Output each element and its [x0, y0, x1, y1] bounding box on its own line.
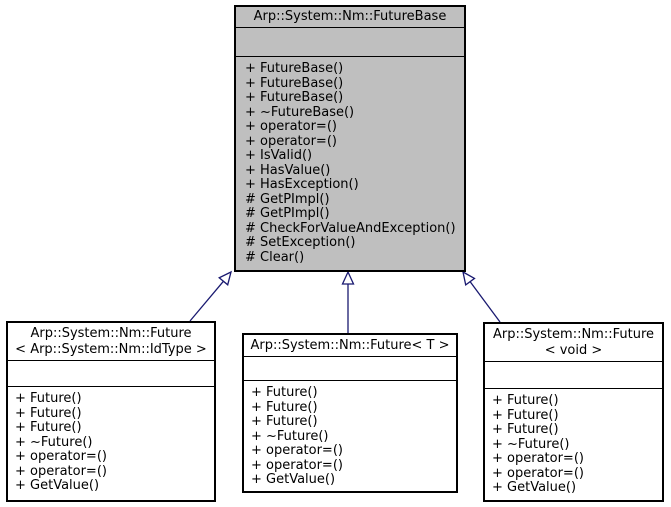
method-item: + Future() — [492, 407, 559, 423]
class-node-future-void[interactable]: Arp::System::Nm::Future< void > + Future… — [483, 322, 664, 502]
methods-compartment: + FutureBase()+ FutureBase()+ FutureBase… — [236, 57, 464, 270]
method-item: + FutureBase() — [245, 90, 344, 105]
method-item: + Future() — [15, 405, 82, 421]
method-item: # GetPImpl() — [245, 191, 330, 207]
method-item: + Future() — [15, 391, 82, 406]
method-item: + FutureBase() — [245, 75, 344, 91]
attributes-compartment — [236, 28, 464, 57]
method-item: + operator=() — [245, 133, 337, 149]
method-item: + Future() — [15, 420, 82, 435]
class-title-line: < Arp::System::Nm::IdType > — [15, 341, 207, 357]
method-item: + operator=() — [251, 443, 343, 458]
class-title-line: < void > — [544, 342, 603, 358]
attributes-compartment — [244, 357, 456, 381]
method-item: + operator=() — [492, 451, 584, 466]
method-item: + operator=() — [492, 465, 584, 481]
method-item: # GetPImpl() — [245, 206, 330, 221]
method-item: + operator=() — [245, 119, 337, 134]
methods-compartment: + Future()+ Future()+ Future()+ ~Future(… — [8, 387, 214, 500]
class-title: Arp::System::Nm::Future< Arp::System::Nm… — [8, 323, 214, 361]
method-item: + Future() — [251, 399, 318, 415]
method-item: + IsValid() — [245, 148, 313, 163]
method-item: + HasValue() — [245, 162, 331, 178]
class-title-line: Arp::System::Nm::Future — [492, 326, 655, 342]
class-title: Arp::System::Nm::Future< T > — [244, 335, 456, 357]
method-item: + Future() — [251, 385, 318, 400]
class-title: Arp::System::Nm::FutureBase — [236, 7, 464, 28]
method-item: + ~FutureBase() — [245, 104, 355, 120]
class-title-line: Arp::System::Nm::Future< T > — [250, 337, 450, 353]
method-item: + GetValue() — [251, 472, 336, 487]
method-item: + ~Future() — [251, 428, 329, 444]
method-item: + Future() — [251, 414, 318, 429]
class-node-future-idtype[interactable]: Arp::System::Nm::Future< Arp::System::Nm… — [6, 321, 216, 502]
method-item: + Future() — [492, 422, 559, 437]
inheritance-arrow-void — [462, 270, 501, 323]
method-item: # CheckForValueAndException() — [245, 220, 456, 236]
class-title-line: Arp::System::Nm::Future — [30, 325, 192, 341]
inheritance-arrow-t — [341, 270, 355, 333]
method-item: + FutureBase() — [245, 61, 344, 76]
methods-compartment: + Future()+ Future()+ Future()+ ~Future(… — [485, 389, 662, 500]
method-item: # SetException() — [245, 235, 356, 250]
method-item: + GetValue() — [492, 480, 577, 495]
method-item: # Clear() — [245, 249, 305, 265]
method-item: + operator=() — [15, 463, 107, 479]
method-item: + ~Future() — [492, 436, 570, 452]
method-item: + HasException() — [245, 177, 359, 192]
inheritance-arrow-idtype — [189, 270, 232, 322]
method-item: + ~Future() — [15, 434, 93, 450]
class-title: Arp::System::Nm::Future< void > — [485, 324, 662, 362]
attributes-compartment — [485, 362, 662, 389]
attributes-compartment — [8, 361, 214, 387]
method-item: + operator=() — [15, 449, 107, 464]
method-item: + Future() — [492, 393, 559, 408]
class-title-line: Arp::System::Nm::FutureBase — [253, 9, 447, 24]
class-node-future-t[interactable]: Arp::System::Nm::Future< T > + Future()+… — [242, 333, 458, 493]
methods-compartment: + Future()+ Future()+ Future()+ ~Future(… — [244, 381, 456, 491]
method-item: + operator=() — [251, 457, 343, 473]
class-node-futurebase[interactable]: Arp::System::Nm::FutureBase + FutureBase… — [234, 5, 466, 272]
method-item: + GetValue() — [15, 478, 100, 493]
